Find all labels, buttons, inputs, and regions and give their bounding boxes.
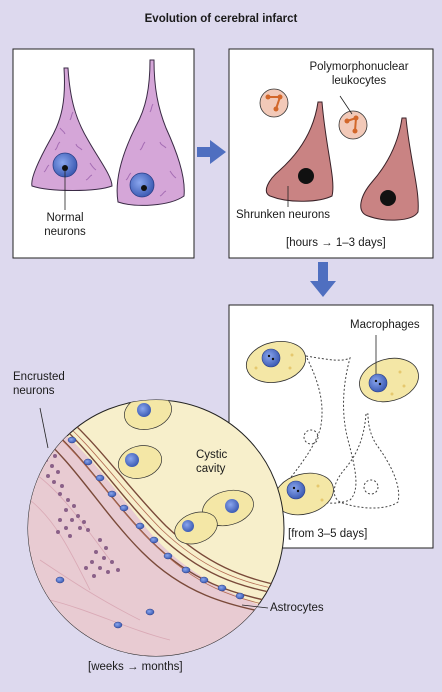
chronic-phase-circle [27, 399, 285, 657]
macrophages-label: Macrophages [350, 319, 420, 331]
ghost-neuron-2 [333, 413, 400, 509]
astrocyte-nuclei [55, 436, 245, 629]
macrophage-2 [359, 357, 419, 403]
astrocytes-pointer [241, 604, 269, 609]
encrusted-pointer [39, 407, 49, 449]
right-arrow-icon [197, 140, 226, 164]
encrusted-label-line2: neurons [13, 385, 55, 397]
encrusted-label-line1: Encrusted [13, 371, 65, 383]
normal-neuron-2 [116, 59, 185, 206]
astrocytes-label: Astrocytes [270, 602, 324, 614]
macrophage-1 [245, 341, 307, 383]
leukocytes-label: Polymorphonuclear leukocytes [292, 60, 426, 88]
chronic-time-label: [weeks → months] [88, 661, 183, 673]
normal-neuron-1 [31, 67, 113, 191]
leukocytes-label-line1: Polymorphonuclear [309, 61, 409, 73]
ghost-neuron-1 [285, 355, 357, 504]
leukocytes-label-line2: leukocytes [331, 75, 387, 87]
cystic-cavity-label: Cystic cavity [196, 448, 227, 476]
normal-label-line1: Normal [46, 212, 84, 224]
encrusted-neurons-label: Encrusted neurons [13, 370, 65, 398]
macrophage-3 [274, 472, 334, 516]
normal-label-line2: neurons [44, 226, 86, 238]
leukocyte-1 [259, 88, 289, 118]
shrunken-neuron-1 [265, 101, 334, 202]
shrunken-neurons-label: Shrunken neurons [236, 209, 330, 221]
shrunken-neuron-2 [360, 117, 419, 221]
leukocyte-2 [338, 110, 368, 140]
cavity-macrophages [117, 400, 254, 545]
cystic-label-line1: Cystic [196, 449, 228, 461]
leukocytes-pointer [339, 95, 353, 115]
subacute-time-label: [from 3–5 days] [288, 528, 368, 540]
acute-time-label: [hours → 1–3 days] [286, 237, 386, 249]
down-arrow-icon [310, 262, 336, 297]
cystic-label-line2: cavity [196, 463, 226, 475]
page-title: Evolution of cerebral infarct [144, 13, 298, 25]
normal-neurons-label: Normal neurons [30, 211, 100, 239]
